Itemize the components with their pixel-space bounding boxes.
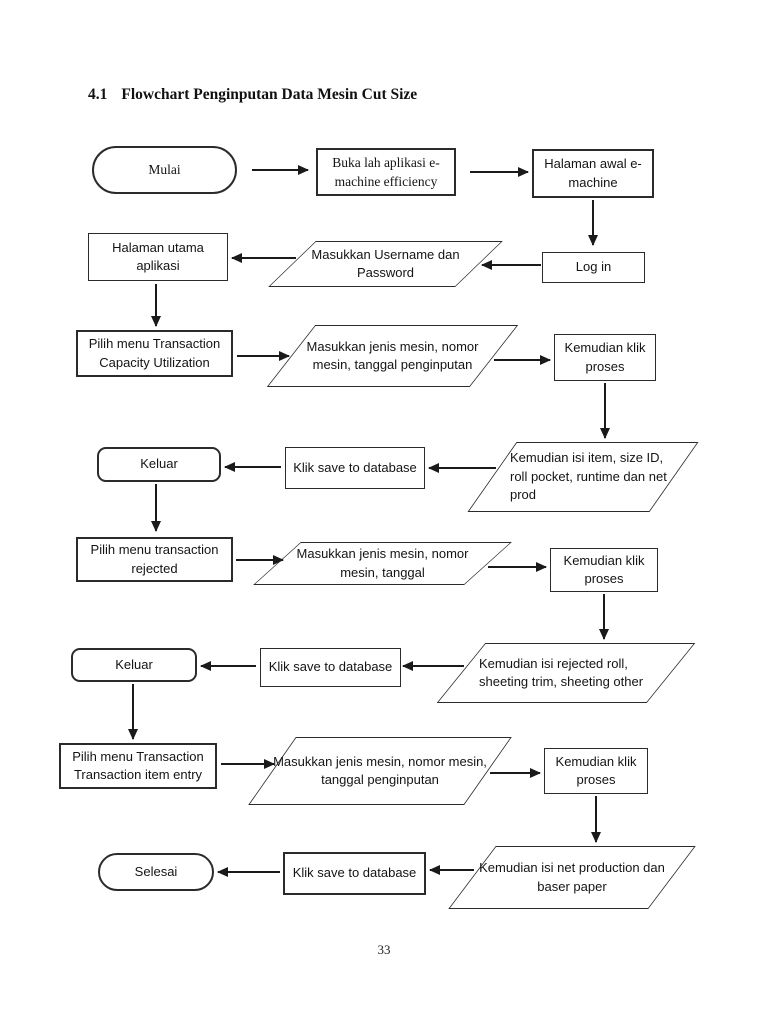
flowchart-node-halaman-utama: Halaman utama aplikasi bbox=[88, 233, 228, 281]
node-label: Masukkan Username dan Password bbox=[311, 246, 460, 280]
node-label: Pilih menu Transaction Capacity Utilizat… bbox=[88, 336, 221, 370]
node-label: Keluar bbox=[115, 656, 153, 672]
flowchart-node-keluar-1: Keluar bbox=[97, 447, 221, 482]
flowchart-node-save-1: Klik save to database bbox=[285, 447, 425, 489]
page-number: 33 bbox=[377, 942, 391, 957]
flowchart-node-pilih-capacity: Pilih menu Transaction Capacity Utilizat… bbox=[76, 330, 233, 377]
node-label: Klik save to database bbox=[293, 459, 417, 475]
section-number: 4.1 bbox=[88, 86, 108, 103]
node-label: Klik save to database bbox=[292, 865, 417, 881]
flowchart-node-pilih-item-entry: Pilih menu Transaction Transaction item … bbox=[59, 743, 217, 789]
node-label: Halaman utama aplikasi bbox=[112, 239, 204, 273]
node-label: Pilih menu Transaction Transaction item … bbox=[72, 748, 204, 782]
node-label: Masukkan jenis mesin, nomor mesin, tangg… bbox=[273, 753, 487, 787]
section-title: Flowchart Penginputan Data Mesin Cut Siz… bbox=[121, 86, 418, 103]
node-label: Masukkan jenis mesin, nomor mesin, tangg… bbox=[296, 546, 469, 580]
flowchart-node-pilih-rejected: Pilih menu transaction rejected bbox=[76, 537, 233, 582]
flowchart-node-buka-aplikasi: Buka lah aplikasi e-machine efficiency bbox=[316, 148, 456, 196]
flowchart-node-isi-net: Kemudian isi net production dan baser pa… bbox=[472, 846, 672, 909]
node-label: Kemudian klik proses bbox=[564, 340, 646, 374]
node-label: Masukkan jenis mesin, nomor mesin, tangg… bbox=[306, 338, 479, 372]
flowchart-node-klik-proses-1: Kemudian klik proses bbox=[554, 334, 656, 381]
flowchart-node-isi-item: Kemudian isi item, size ID, roll pocket,… bbox=[492, 442, 674, 512]
node-label: Pilih menu transaction rejected bbox=[90, 542, 219, 576]
node-label: Klik save to database bbox=[268, 659, 393, 675]
flowchart-node-masukkan-jenis-2: Masukkan jenis mesin, nomor mesin, tangg… bbox=[277, 542, 488, 585]
node-label: Kemudian klik proses bbox=[555, 753, 637, 787]
node-label: Mulai bbox=[148, 162, 181, 178]
flowchart-node-klik-proses-3: Kemudian klik proses bbox=[544, 748, 648, 794]
flowchart-node-klik-proses-2: Kemudian klik proses bbox=[550, 548, 658, 592]
section-heading: 4.1 Flowchart Penginputan Data Mesin Cut … bbox=[88, 86, 417, 104]
node-label: Kemudian klik proses bbox=[563, 552, 645, 586]
flowchart-node-isi-rejected: Kemudian isi rejected roll, sheeting tri… bbox=[461, 643, 671, 703]
node-label: Keluar bbox=[140, 456, 178, 472]
flowchart-node-selesai: Selesai bbox=[98, 853, 214, 891]
node-label: Kemudian isi net production dan baser pa… bbox=[479, 860, 665, 894]
flowchart-node-halaman-awal: Halaman awal e-machine bbox=[532, 149, 654, 198]
flowchart-node-save-3: Klik save to database bbox=[283, 852, 426, 895]
flowchart-node-login: Log in bbox=[542, 252, 645, 283]
node-label: Log in bbox=[575, 259, 612, 275]
flowchart-node-mulai: Mulai bbox=[92, 146, 237, 194]
node-label: Selesai bbox=[134, 863, 178, 879]
flowchart-node-masukkan-jenis-3: Masukkan jenis mesin, nomor mesin, tangg… bbox=[272, 737, 488, 805]
flowchart-node-masukkan-jenis-1: Masukkan jenis mesin, nomor mesin, tangg… bbox=[291, 325, 494, 387]
flowchart-node-masukkan-username: Masukkan Username dan Password bbox=[292, 241, 479, 287]
node-label: Buka lah aplikasi e-machine efficiency bbox=[332, 154, 440, 189]
flowchart-node-save-2: Klik save to database bbox=[260, 648, 401, 687]
node-label: Kemudian isi item, size ID, roll pocket,… bbox=[510, 450, 667, 503]
flowchart-node-keluar-2: Keluar bbox=[71, 648, 197, 682]
node-label: Halaman awal e-machine bbox=[544, 156, 642, 190]
node-label: Kemudian isi rejected roll, sheeting tri… bbox=[479, 655, 644, 689]
